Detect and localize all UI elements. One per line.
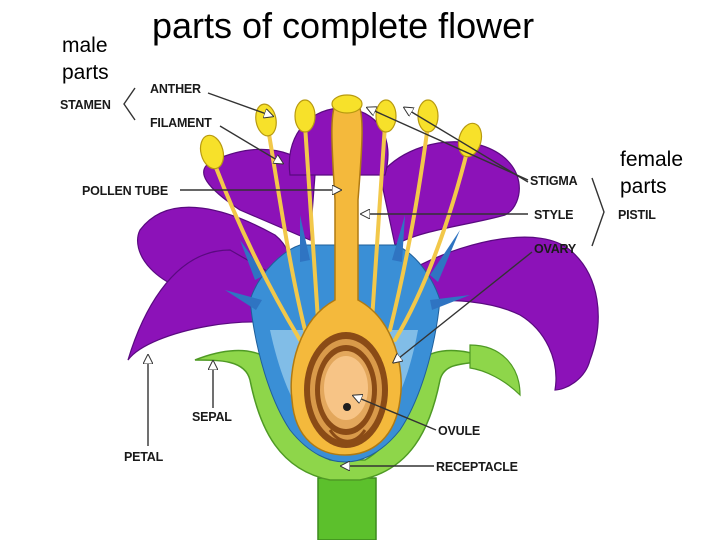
sepal-tip-right [469,344,521,397]
label-ovary: OVARY [534,242,577,256]
label-ovule: OVULE [438,424,481,438]
label-petal: PETAL [124,450,164,464]
stem [317,477,377,540]
blue-spikes [225,215,470,310]
label-sepal: SEPAL [192,410,232,424]
label-receptacle: RECEPTACLE [436,460,518,474]
label-style: STYLE [534,208,574,222]
ovary-chamber [304,332,388,448]
page-title: parts of complete flower [152,5,535,46]
stamen-bracket [123,87,136,121]
label-filament: FILAMENT [150,116,212,130]
ovule-arrow [354,396,437,431]
label-stigma: STIGMA [530,174,578,188]
pistil-bracket [591,177,605,247]
stigma-arrow-1 [368,108,529,181]
label-anther: ANTHER [150,82,201,96]
male-parts-caption: male parts [62,34,109,84]
female-parts-caption: female parts [620,148,684,198]
filament-arrow [219,125,282,163]
ovary-arrow [394,251,533,362]
filaments [213,123,470,342]
anther-arrow [207,92,272,116]
label-pollen-tube: POLLEN TUBE [82,184,168,198]
ovule [343,403,351,411]
label-pistil: PISTIL [618,208,656,222]
stigma-arrow-2 [405,108,529,183]
label-stamen: STAMEN [60,98,111,112]
stigma [331,94,363,114]
